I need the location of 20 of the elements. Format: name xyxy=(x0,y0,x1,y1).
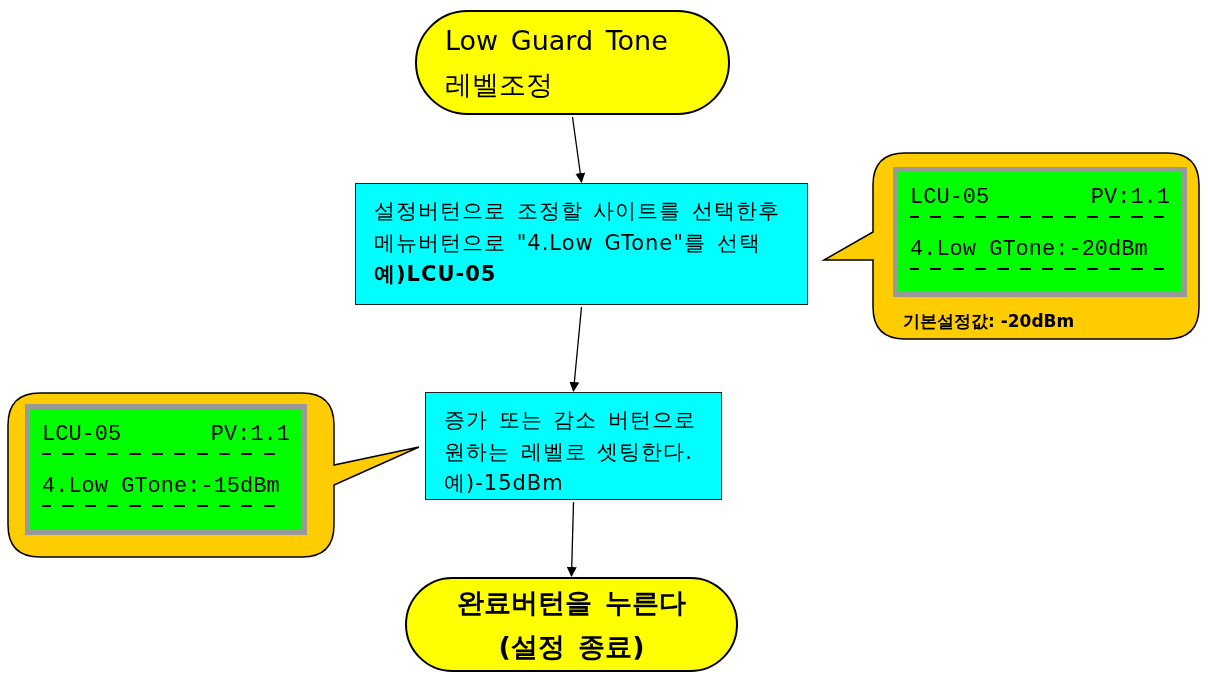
arrow xyxy=(569,306,583,392)
lcd-screen xyxy=(25,404,307,535)
step-text: 설정버턴으로 조정할 사이트를 선택한후 메뉴버턴으로 "4.Low GTone"를 선택 예)LCU-05 xyxy=(374,198,782,288)
oval-text: Low Guard Tone 레벨조정 xyxy=(445,24,669,102)
arrow xyxy=(571,116,586,183)
callout-bubble xyxy=(7,392,420,558)
lcd-text: LCU-05 xyxy=(910,184,990,212)
lcd-screen xyxy=(893,167,1187,297)
lcd-text: 4.Low GTone:-20dBm xyxy=(910,236,1148,264)
arrow xyxy=(566,501,577,577)
callout-bubble xyxy=(823,152,1200,340)
lcd-text: PV:1.1 xyxy=(1090,184,1170,212)
lcd-text: LCU-05 xyxy=(42,421,122,449)
step-text: 증가 또는 감소 버턴으로 원하는 레벨로 셋팅한다. 예)-15dBm xyxy=(444,407,698,497)
lcd-text: 4.Low GTone:-15dBm xyxy=(42,473,280,501)
lcd-text: PV:1.1 xyxy=(210,421,290,449)
process-box xyxy=(355,183,808,305)
process-box xyxy=(425,392,722,500)
oval-text: 완료버턴을 누른다 (설정 종료) xyxy=(455,586,688,664)
default-value-note: 기본설정값: -20dBm xyxy=(903,310,1075,333)
